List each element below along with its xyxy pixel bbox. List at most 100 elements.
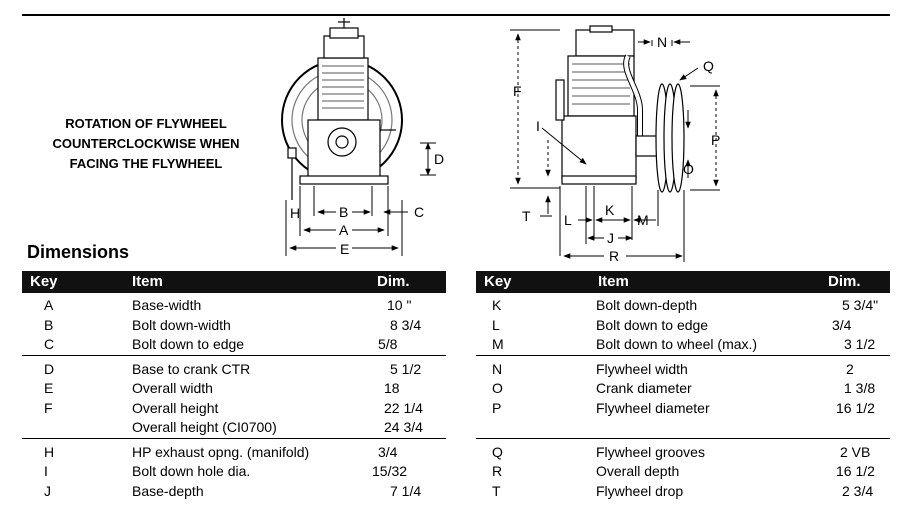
row-item: Flywheel diameter — [596, 399, 710, 416]
row-item: Bolt down to edge — [596, 316, 709, 333]
key-column-header: Key — [484, 273, 512, 290]
front-view — [281, 18, 403, 200]
table-row: Overall height (CI0700)24 3/4 — [22, 418, 446, 438]
item-column-header: Item — [132, 273, 163, 290]
dim-column-header: Dim. — [828, 273, 861, 290]
table-row: K Bolt down-depth 5 3/4" — [476, 296, 890, 316]
row-dim: 1 3/8 — [844, 380, 876, 396]
label-t: T — [522, 208, 531, 224]
table-header: Key Item Dim. — [22, 271, 446, 293]
table-row: J Base-depth 7 1/4 — [22, 482, 446, 502]
table-row — [476, 418, 890, 438]
row-dim: 2 VB — [840, 443, 871, 460]
table-group: K Bolt down-depth 5 3/4" L Bolt down to edg… — [476, 293, 890, 356]
row-dim: 18 — [384, 380, 400, 396]
key-column-header: Key — [30, 273, 58, 290]
table-row: H HP exhaust opng. (manifold) 3/4 — [22, 443, 446, 463]
row-key: E — [44, 380, 54, 396]
label-n: N — [657, 34, 667, 50]
label-q: Q — [703, 58, 714, 74]
row-dim: 5 1/2 — [390, 360, 422, 377]
row-item: Base-width — [132, 297, 202, 313]
label-b: B — [339, 204, 348, 220]
row-key: C — [44, 336, 55, 352]
label-k: K — [605, 202, 615, 218]
left-dimensions-table: Key Item Dim. A Base-width 10 " B Bolt down… — [22, 271, 446, 501]
row-key: A — [44, 297, 54, 313]
row-dim: 3 1/2 — [844, 336, 876, 352]
row-item: HP exhaust opng. (manifold) — [132, 443, 310, 460]
table-row: F Overall height 22 1/4 — [22, 399, 446, 419]
rotation-note-line: FACING THE FLYWHEEL — [69, 156, 223, 171]
row-dim: 15/32 — [372, 463, 408, 479]
table-row: A Base-width 10 " — [22, 296, 446, 316]
row-key: F — [44, 399, 53, 416]
row-dim: 3/4 — [832, 316, 852, 333]
table-row: L Bolt down to edge 3/4 — [476, 316, 890, 336]
top-rule — [22, 14, 890, 16]
rotation-note-line: COUNTERCLOCKWISE WHEN — [52, 136, 240, 151]
label-j: J — [607, 230, 614, 246]
row-key: R — [492, 463, 503, 479]
row-item: Bolt down to wheel (max.) — [596, 336, 758, 352]
row-key: P — [492, 399, 502, 416]
row-item: Crank diameter — [596, 380, 692, 396]
label-h: H — [290, 205, 300, 221]
row-item: Overall width — [132, 380, 213, 396]
table-row: B Bolt down-width 8 3/4 — [22, 316, 446, 336]
table-row: E Overall width 18 — [22, 379, 446, 399]
rotation-note-line: ROTATION OF FLYWHEEL — [65, 116, 227, 131]
row-item: Bolt down hole dia. — [132, 463, 251, 479]
row-key: Q — [492, 443, 503, 460]
row-dim: 3/4 — [378, 443, 398, 460]
table-header: Key Item Dim. — [476, 271, 890, 293]
right-dimensions-table: Key Item Dim. K Bolt down-depth 5 3/4" L Bo… — [476, 271, 890, 501]
label-o: O — [683, 161, 694, 177]
label-a: A — [339, 222, 349, 238]
compressor-pump-drawing: D H B C A E — [281, 18, 720, 262]
row-dim: 22 1/4 — [384, 399, 423, 416]
row-dim: 16 1/2 — [836, 399, 875, 416]
row-key: B — [44, 316, 54, 333]
row-item: Overall height — [132, 399, 219, 416]
row-dim: 2 — [846, 360, 854, 377]
row-key: H — [44, 443, 55, 460]
side-view — [555, 25, 685, 193]
row-dim: 7 1/4 — [390, 482, 422, 499]
row-key: T — [492, 482, 501, 499]
dim-column-header: Dim. — [377, 273, 410, 290]
row-key: M — [492, 336, 504, 352]
row-item: Base-depth — [132, 482, 204, 499]
row-item: Flywheel drop — [596, 482, 684, 499]
label-m: M — [637, 212, 649, 228]
row-dim: 8 3/4 — [390, 316, 422, 333]
row-dim: 5 3/4" — [842, 297, 879, 313]
row-dim: 10 " — [387, 297, 412, 313]
row-item: Bolt down to edge — [132, 336, 245, 352]
rotation-note: ROTATION OF FLYWHEEL COUNTERCLOCKWISE WH… — [30, 114, 262, 174]
row-key: K — [492, 297, 502, 313]
row-dim: 2 3/4 — [842, 482, 874, 499]
item-column-header: Item — [598, 273, 629, 290]
row-item: Base to crank CTR — [132, 360, 251, 377]
label-f: F — [513, 83, 522, 99]
row-key: L — [492, 316, 500, 333]
row-item: Bolt down-depth — [596, 297, 698, 313]
table-group: D Base to crank CTR 5 1/2 E Overall width 18… — [22, 356, 446, 439]
row-key: J — [44, 482, 51, 499]
table-row: M Bolt down to wheel (max.) 3 1/2 — [476, 335, 890, 355]
label-d: D — [434, 151, 444, 167]
row-item: Flywheel grooves — [596, 443, 705, 460]
label-c: C — [414, 204, 424, 220]
label-l: L — [564, 212, 572, 228]
row-item: Bolt down-width — [132, 316, 231, 333]
row-key: D — [44, 360, 55, 377]
